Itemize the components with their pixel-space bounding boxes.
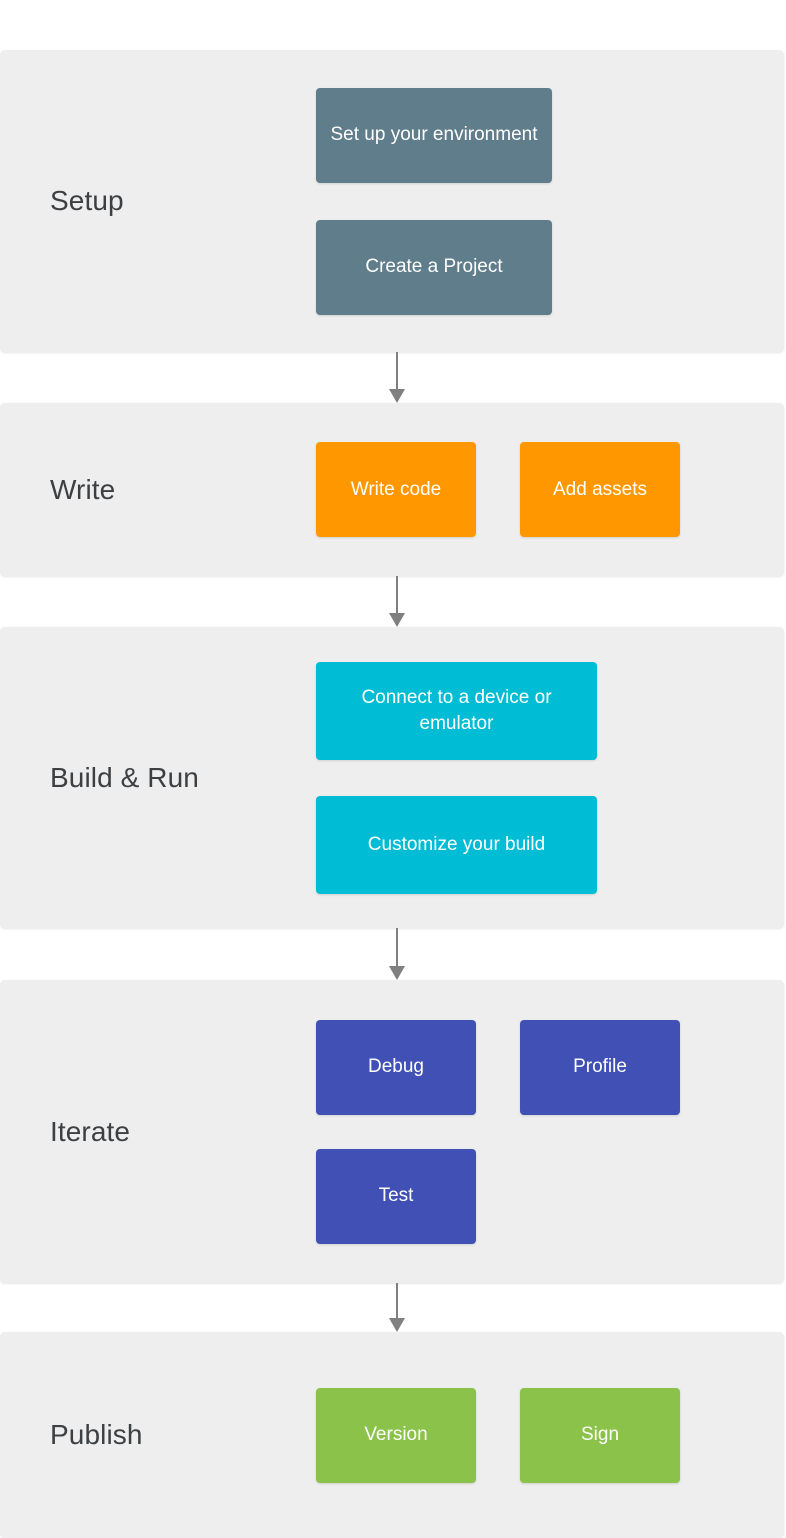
card-label: Add assets bbox=[553, 478, 647, 500]
card-customize-your-build[interactable]: Customize your build bbox=[316, 795, 597, 894]
card-label: Create a Project bbox=[365, 256, 503, 278]
stage-cards-setup: Set up your environment Create a Project bbox=[316, 50, 784, 352]
arrow-shaft bbox=[396, 1283, 398, 1318]
arrow-shaft bbox=[396, 928, 398, 966]
connector-arrow-setup-to-write bbox=[389, 352, 405, 403]
stage-label-build-run: Build & Run bbox=[50, 761, 199, 793]
stage-cards-write: Write code Add assets bbox=[316, 403, 784, 576]
card-label: Connect to a device or emulator bbox=[361, 687, 552, 734]
stage-cards-publish: Version Sign bbox=[316, 1332, 784, 1538]
card-label: Debug bbox=[368, 1056, 424, 1078]
card-test[interactable]: Test bbox=[316, 1148, 476, 1244]
card-label: Profile bbox=[573, 1056, 627, 1078]
card-label: Set up your environment bbox=[330, 124, 538, 146]
connector-arrow-write-to-build-run bbox=[389, 576, 405, 627]
stage-label-iterate: Iterate bbox=[50, 1115, 131, 1147]
connector-arrow-build-run-to-iterate bbox=[389, 928, 405, 980]
down-arrow-icon bbox=[389, 966, 405, 980]
stage-label-write: Write bbox=[50, 473, 116, 505]
card-profile[interactable]: Profile bbox=[520, 1019, 680, 1115]
card-label: Customize your build bbox=[367, 833, 546, 855]
stage-iterate: Iterate Debug Profile Test bbox=[0, 980, 784, 1283]
card-label: Sign bbox=[580, 1424, 620, 1446]
card-connect-to-a-device-or-emulator[interactable]: Connect to a device or emulator bbox=[316, 661, 597, 760]
card-write-code[interactable]: Write code bbox=[316, 442, 476, 537]
stage-write: Write Write code Add assets bbox=[0, 403, 784, 576]
stage-label-publish: Publish bbox=[50, 1419, 143, 1451]
card-version[interactable]: Version bbox=[316, 1387, 476, 1483]
arrow-shaft bbox=[396, 576, 398, 613]
stage-publish: Publish Version Sign bbox=[0, 1332, 784, 1538]
stage-cards-build-run: Connect to a device or emulator Customiz… bbox=[316, 627, 784, 928]
card-label: Test bbox=[378, 1185, 414, 1207]
arrow-shaft bbox=[396, 352, 398, 389]
connector-arrow-iterate-to-publish bbox=[389, 1283, 405, 1332]
card-sign[interactable]: Sign bbox=[520, 1387, 680, 1483]
down-arrow-icon bbox=[389, 613, 405, 627]
down-arrow-icon bbox=[389, 389, 405, 403]
card-label: Version bbox=[364, 1424, 428, 1446]
card-add-assets[interactable]: Add assets bbox=[520, 442, 680, 537]
stage-cards-iterate: Debug Profile Test bbox=[316, 980, 784, 1283]
card-create-a-project[interactable]: Create a Project bbox=[316, 219, 552, 315]
stage-build-run: Build & Run Connect to a device or emula… bbox=[0, 627, 784, 928]
card-set-up-your-environment[interactable]: Set up your environment bbox=[316, 87, 552, 183]
stage-label-setup: Setup bbox=[50, 185, 124, 217]
down-arrow-icon bbox=[389, 1318, 405, 1332]
card-label: Write code bbox=[350, 478, 442, 500]
card-debug[interactable]: Debug bbox=[316, 1019, 476, 1115]
stage-setup: Setup Set up your environment Create a P… bbox=[0, 50, 784, 352]
